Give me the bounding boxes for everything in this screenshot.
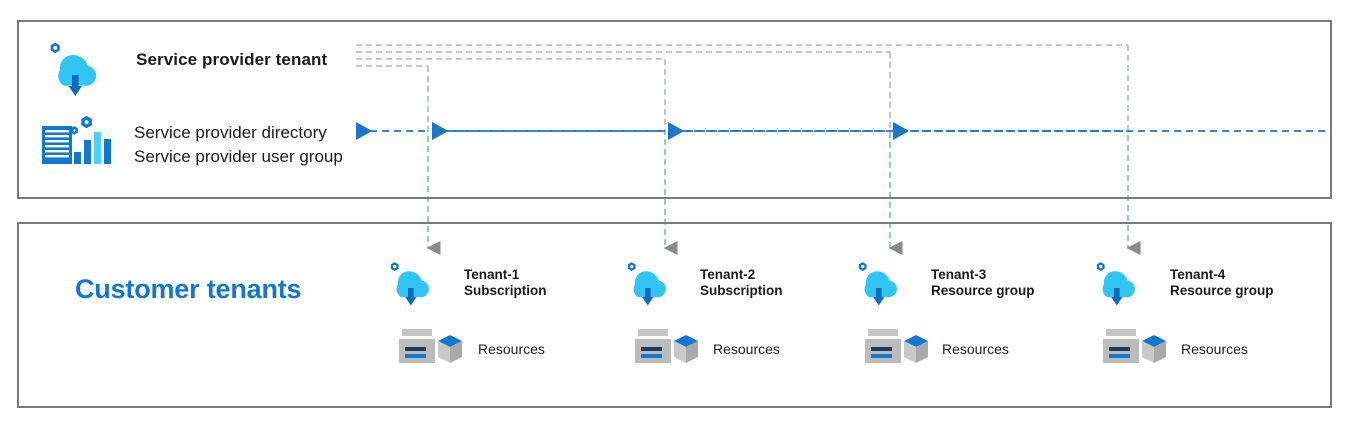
cloud-download-icon: [1093, 258, 1155, 310]
service-provider-directory-label: Service provider directory: [134, 123, 327, 142]
resources-server-cube-icon: [634, 328, 702, 370]
resources-server-cube-icon: [864, 328, 932, 370]
cloud-download-icon: [387, 258, 449, 310]
resources-label: Resources: [478, 341, 545, 357]
resources-server-cube-icon: [398, 328, 466, 370]
service-provider-panel: [17, 20, 1332, 199]
resources-label: Resources: [942, 341, 1009, 357]
tenant-scope: Subscription: [700, 283, 783, 298]
tenant-scope: Resource group: [1170, 283, 1274, 298]
customer-tenants-panel: [17, 222, 1332, 408]
directory-chart-icon: [36, 108, 126, 170]
tenant-name: Tenant-4: [1170, 267, 1226, 282]
customer-tenants-title: Customer tenants: [75, 274, 302, 304]
tenant-title: Tenant-2 Subscription: [700, 267, 783, 299]
service-provider-user-group-label: Service provider user group: [134, 147, 343, 166]
resources-server-cube-icon: [1102, 328, 1170, 370]
tenant-title: Tenant-4 Resource group: [1170, 267, 1274, 299]
tenant-scope: Subscription: [464, 283, 547, 298]
tenant-title: Tenant-1 Subscription: [464, 267, 547, 299]
cloud-download-icon: [624, 258, 686, 310]
tenant-title: Tenant-3 Resource group: [931, 267, 1035, 299]
tenant-name: Tenant-1: [464, 267, 520, 282]
tenant-name: Tenant-2: [700, 267, 756, 282]
tenant-scope: Resource group: [931, 283, 1035, 298]
tenant-name: Tenant-3: [931, 267, 987, 282]
service-provider-tenant-label: Service provider tenant: [136, 50, 328, 69]
cloud-download-icon: [855, 258, 917, 310]
resources-label: Resources: [713, 341, 780, 357]
cloud-download-icon: [34, 37, 110, 99]
resources-label: Resources: [1181, 341, 1248, 357]
